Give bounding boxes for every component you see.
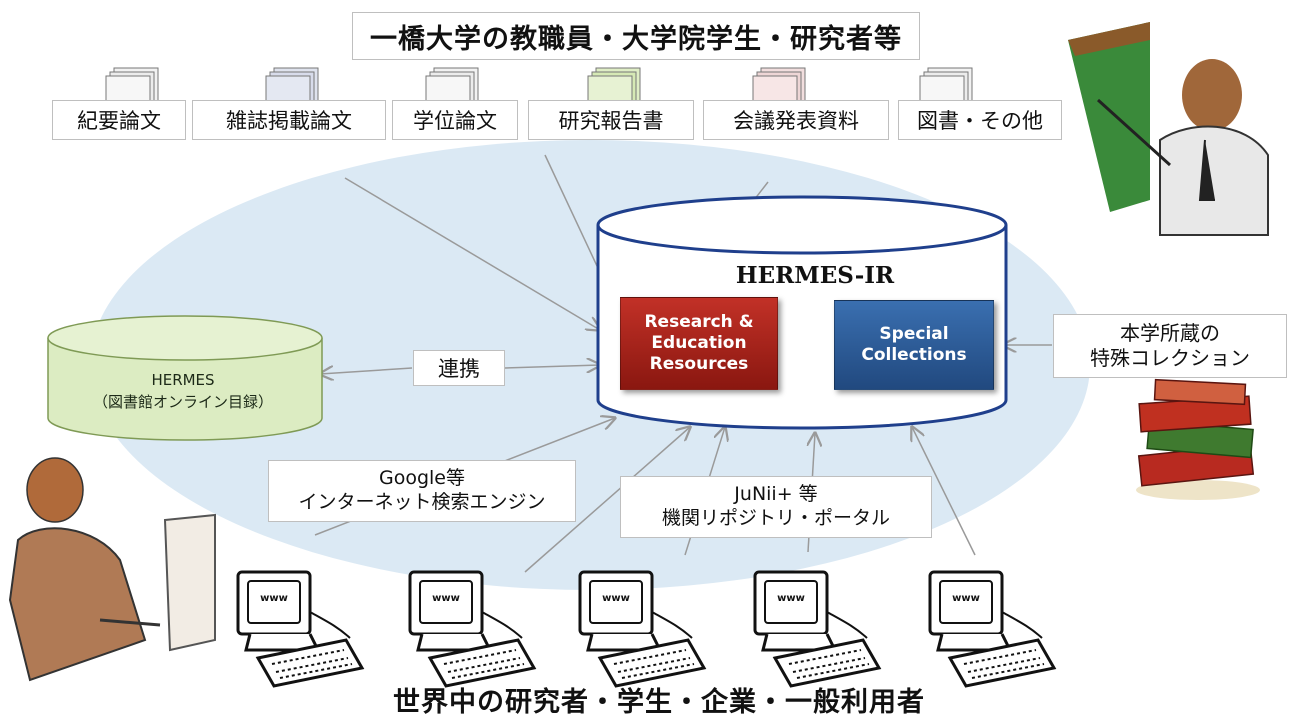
- repository-name: HERMES-IR: [735, 262, 895, 289]
- computer-screen-text: www: [777, 593, 805, 604]
- computer-screen-text: www: [602, 593, 630, 604]
- portal-line1: JuNii+ 等: [734, 483, 818, 506]
- catalog-label: HERMES （図書館オンライン目録）: [48, 370, 318, 414]
- collection-special: Special Collections: [834, 300, 994, 390]
- search-engine-line2: インターネット検索エンジン: [298, 491, 546, 513]
- computer-icon: [578, 570, 706, 688]
- doc-type-label: 図書・その他: [898, 100, 1062, 140]
- teacher-icon: [1068, 22, 1269, 236]
- doc-type-label: 研究報告書: [528, 100, 694, 140]
- doc-type-label: 会議発表資料: [703, 100, 889, 140]
- doc-type-label: 紀要論文: [52, 100, 186, 140]
- collection-research-education: Research & Education Resources: [620, 297, 778, 390]
- catalog-name: HERMES: [151, 371, 215, 389]
- bottom-title: 世界中の研究者・学生・企業・一般利用者: [393, 686, 925, 718]
- portal-line2: 機関リポジトリ・ポータル: [661, 507, 890, 529]
- special-source-line1: 本学所蔵の: [1120, 321, 1220, 345]
- computer-icon: [928, 570, 1056, 688]
- researcher-icon: [8, 457, 216, 682]
- catalog-subtitle: （図書館オンライン目録）: [92, 392, 273, 411]
- top-title: 一橋大学の教職員・大学院学生・研究者等: [352, 12, 920, 60]
- computer-screen-text: www: [432, 593, 460, 604]
- computer-icon: [753, 570, 881, 688]
- doc-type-label: 雑誌掲載論文: [192, 100, 386, 140]
- search-engine-label: Google等 インターネット検索エンジン: [268, 460, 576, 522]
- special-source-label: 本学所蔵の 特殊コレクション: [1053, 314, 1287, 378]
- doc-type-label: 学位論文: [392, 100, 518, 140]
- computer-icon: [236, 570, 364, 688]
- computer-screen-text: www: [952, 593, 980, 604]
- special-source-line2: 特殊コレクション: [1090, 346, 1250, 370]
- link-label: 連携: [413, 350, 505, 386]
- computer-icons: [236, 570, 1056, 688]
- computer-icon: [408, 570, 536, 688]
- catalog-cylinder: [47, 315, 323, 441]
- search-engine-line1: Google等: [378, 467, 465, 490]
- books-icon: [1136, 378, 1260, 500]
- computer-screen-text: www: [260, 593, 288, 604]
- portal-label: JuNii+ 等 機関リポジトリ・ポータル: [620, 476, 932, 538]
